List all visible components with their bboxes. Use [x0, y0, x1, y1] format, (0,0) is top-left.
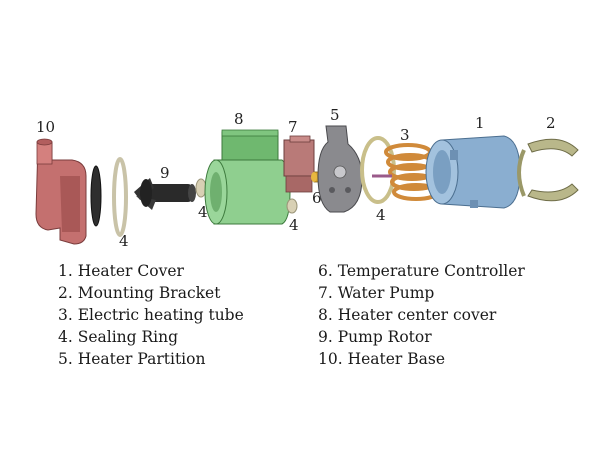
legend-item-heater-partition: 5. Heater Partition — [58, 350, 206, 368]
legend-item-sealing-ring: 4. Sealing Ring — [58, 328, 179, 346]
heater-cover-part — [425, 135, 521, 209]
callout-10: 10 — [36, 118, 55, 136]
callout-7: 7 — [288, 118, 298, 136]
callout-4-pump: 4 — [289, 216, 299, 234]
legend-item-heater-cover: 1. Heater Cover — [58, 262, 184, 280]
heater-center-cover-part — [204, 129, 291, 225]
legend-item-heater-base: 10. Heater Base — [318, 350, 446, 368]
legend-item-pump-rotor: 9. Pump Rotor — [318, 328, 432, 346]
callout-6: 6 — [312, 189, 322, 207]
heater-base-part — [35, 138, 87, 245]
sealing-ring-part — [286, 198, 298, 214]
callout-9: 9 — [160, 164, 170, 182]
mounting-bracket-part — [517, 138, 579, 202]
heater-partition-part — [317, 125, 363, 213]
sealing-ring-part — [112, 157, 128, 237]
callout-4-left: 4 — [119, 232, 129, 250]
legend-item-electric-heating-tube: 3. Electric heating tube — [58, 306, 244, 324]
callout-2: 2 — [546, 114, 556, 132]
legend-item-heater-center-cover: 8. Heater center cover — [318, 306, 497, 324]
callout-8: 8 — [234, 110, 244, 128]
pump-rotor-part — [134, 178, 196, 210]
callout-4-coil: 4 — [376, 206, 386, 224]
callout-3: 3 — [400, 126, 410, 144]
callout-4-rotor: 4 — [198, 203, 208, 221]
parts-legend-left: 1. Heater Cover 2. Mounting Bracket 3. E… — [58, 260, 244, 370]
legend-item-water-pump: 7. Water Pump — [318, 284, 435, 302]
legend-item-mounting-bracket: 2. Mounting Bracket — [58, 284, 221, 302]
legend-item-temperature-controller: 6. Temperature Controller — [318, 262, 525, 280]
water-pump-part — [283, 135, 315, 193]
sealing-ring-part — [195, 178, 207, 198]
exploded-view-diagram: 10 4 9 4 8 7 4 6 — [35, 106, 579, 250]
callout-5: 5 — [330, 106, 340, 124]
callout-1: 1 — [475, 114, 485, 132]
gasket-part — [90, 165, 102, 227]
parts-legend-right: 6. Temperature Controller 7. Water Pump … — [318, 260, 525, 370]
